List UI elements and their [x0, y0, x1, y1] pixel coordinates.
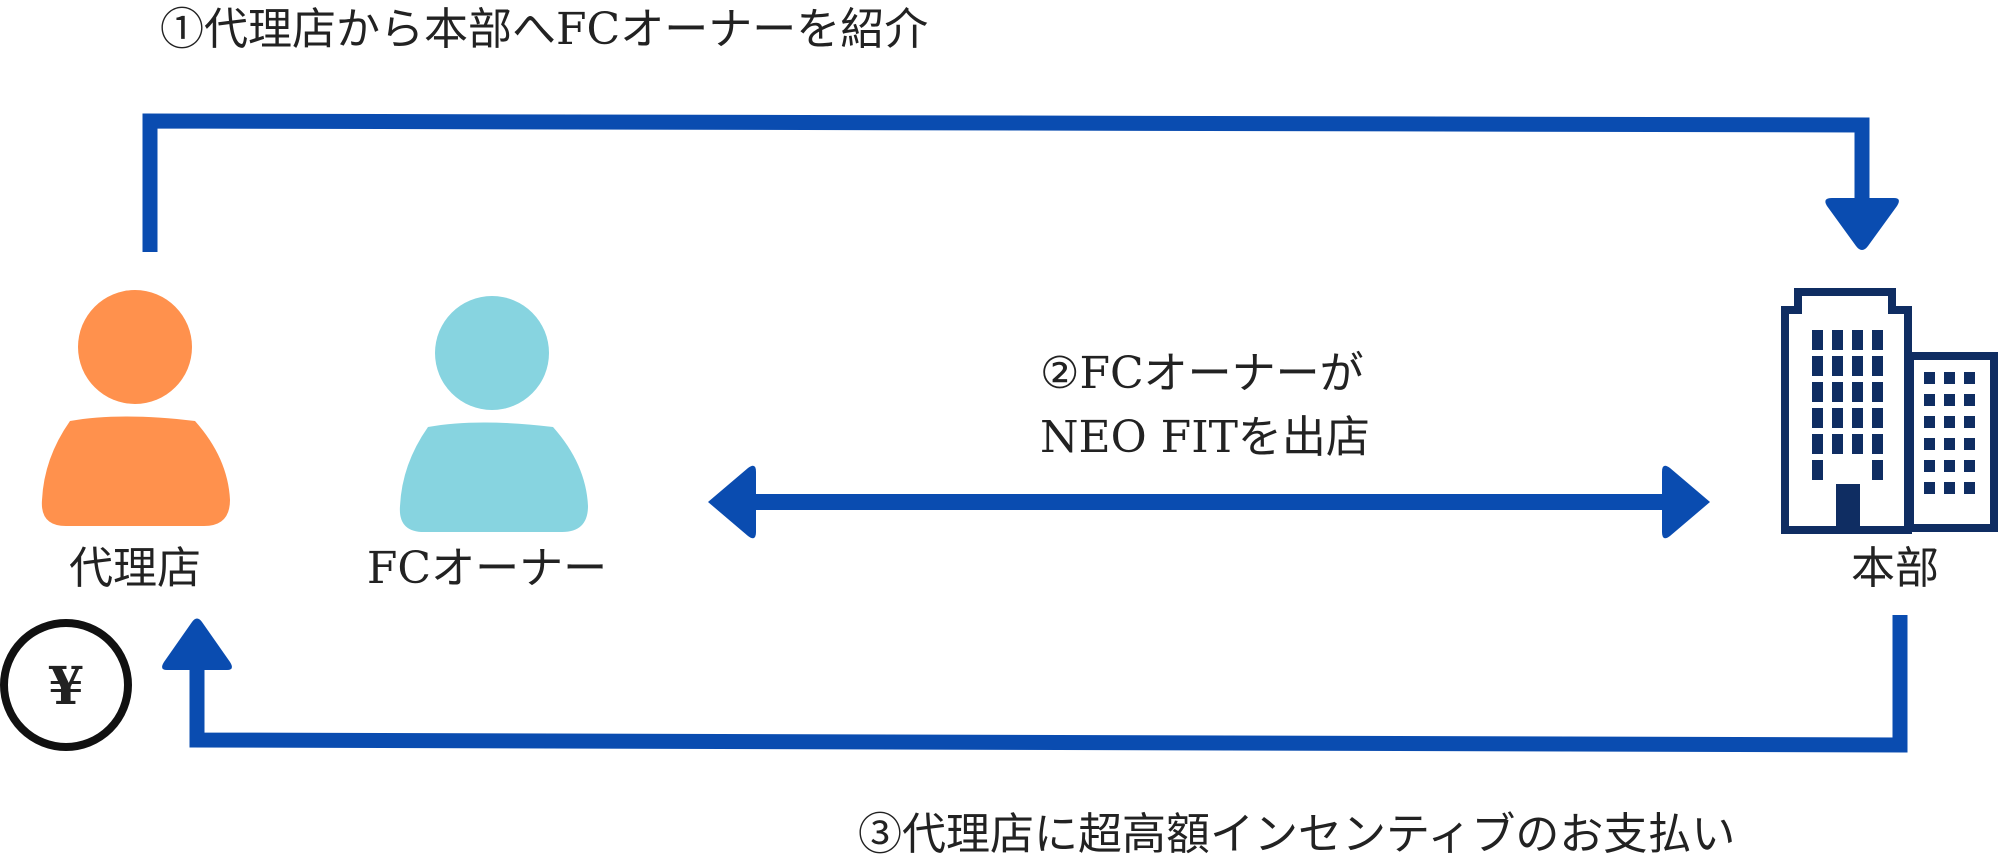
building-window [1872, 434, 1883, 454]
building-window [1832, 382, 1843, 402]
building-window [1812, 356, 1823, 376]
building-window [1852, 356, 1863, 376]
building-window [1872, 460, 1883, 480]
building-window [1964, 372, 1975, 384]
building-window [1944, 482, 1955, 494]
building-window [1944, 438, 1955, 450]
agency-person-icon [41, 290, 230, 526]
building-window [1924, 394, 1935, 406]
building-window [1872, 382, 1883, 402]
building-window [1924, 482, 1935, 494]
fc-owner-person-icon [399, 296, 588, 532]
building-window [1812, 408, 1823, 428]
headquarters-label: 本部 [1851, 543, 1939, 594]
step2-label-line1: ②FCオーナーが [1040, 348, 1364, 399]
yen-coin-icon: ¥ [0, 619, 132, 751]
agency-label: 代理店 [69, 543, 201, 594]
yen-symbol: ¥ [48, 656, 84, 717]
building-window [1872, 356, 1883, 376]
building-window [1944, 372, 1955, 384]
fc-owner-label: FCオーナー [367, 543, 607, 594]
building-window [1924, 460, 1935, 472]
building-window [1964, 394, 1975, 406]
building-window [1852, 330, 1863, 350]
building-window [1964, 482, 1975, 494]
opening-double-arrow [708, 465, 1710, 539]
building-window [1944, 416, 1955, 428]
building-window [1872, 408, 1883, 428]
building-window [1852, 434, 1863, 454]
referral-arrow [142, 113, 1899, 252]
building-window [1944, 394, 1955, 406]
building-window [1812, 330, 1823, 350]
step1-label: ①代理店から本部へFCオーナーを紹介 [160, 4, 928, 55]
incentive-arrow [162, 615, 1908, 753]
building-window [1832, 330, 1843, 350]
building-window [1852, 408, 1863, 428]
building-window [1924, 372, 1935, 384]
building-window [1812, 434, 1823, 454]
headquarters-building-icon [1781, 288, 1998, 534]
step2-label-line2: NEO FITを出店 [1040, 412, 1370, 463]
step3-label: ③代理店に超高額インセンティブのお支払い [858, 809, 1735, 860]
building-window [1812, 382, 1823, 402]
building-window [1832, 434, 1843, 454]
building-window [1924, 438, 1935, 450]
building-window [1832, 408, 1843, 428]
building-window [1832, 356, 1843, 376]
building-window [1944, 460, 1955, 472]
building-window [1852, 382, 1863, 402]
building-window [1872, 330, 1883, 350]
building-window [1924, 416, 1935, 428]
building-window [1964, 460, 1975, 472]
building-window [1812, 460, 1823, 480]
building-window [1964, 416, 1975, 428]
building-window [1964, 438, 1975, 450]
